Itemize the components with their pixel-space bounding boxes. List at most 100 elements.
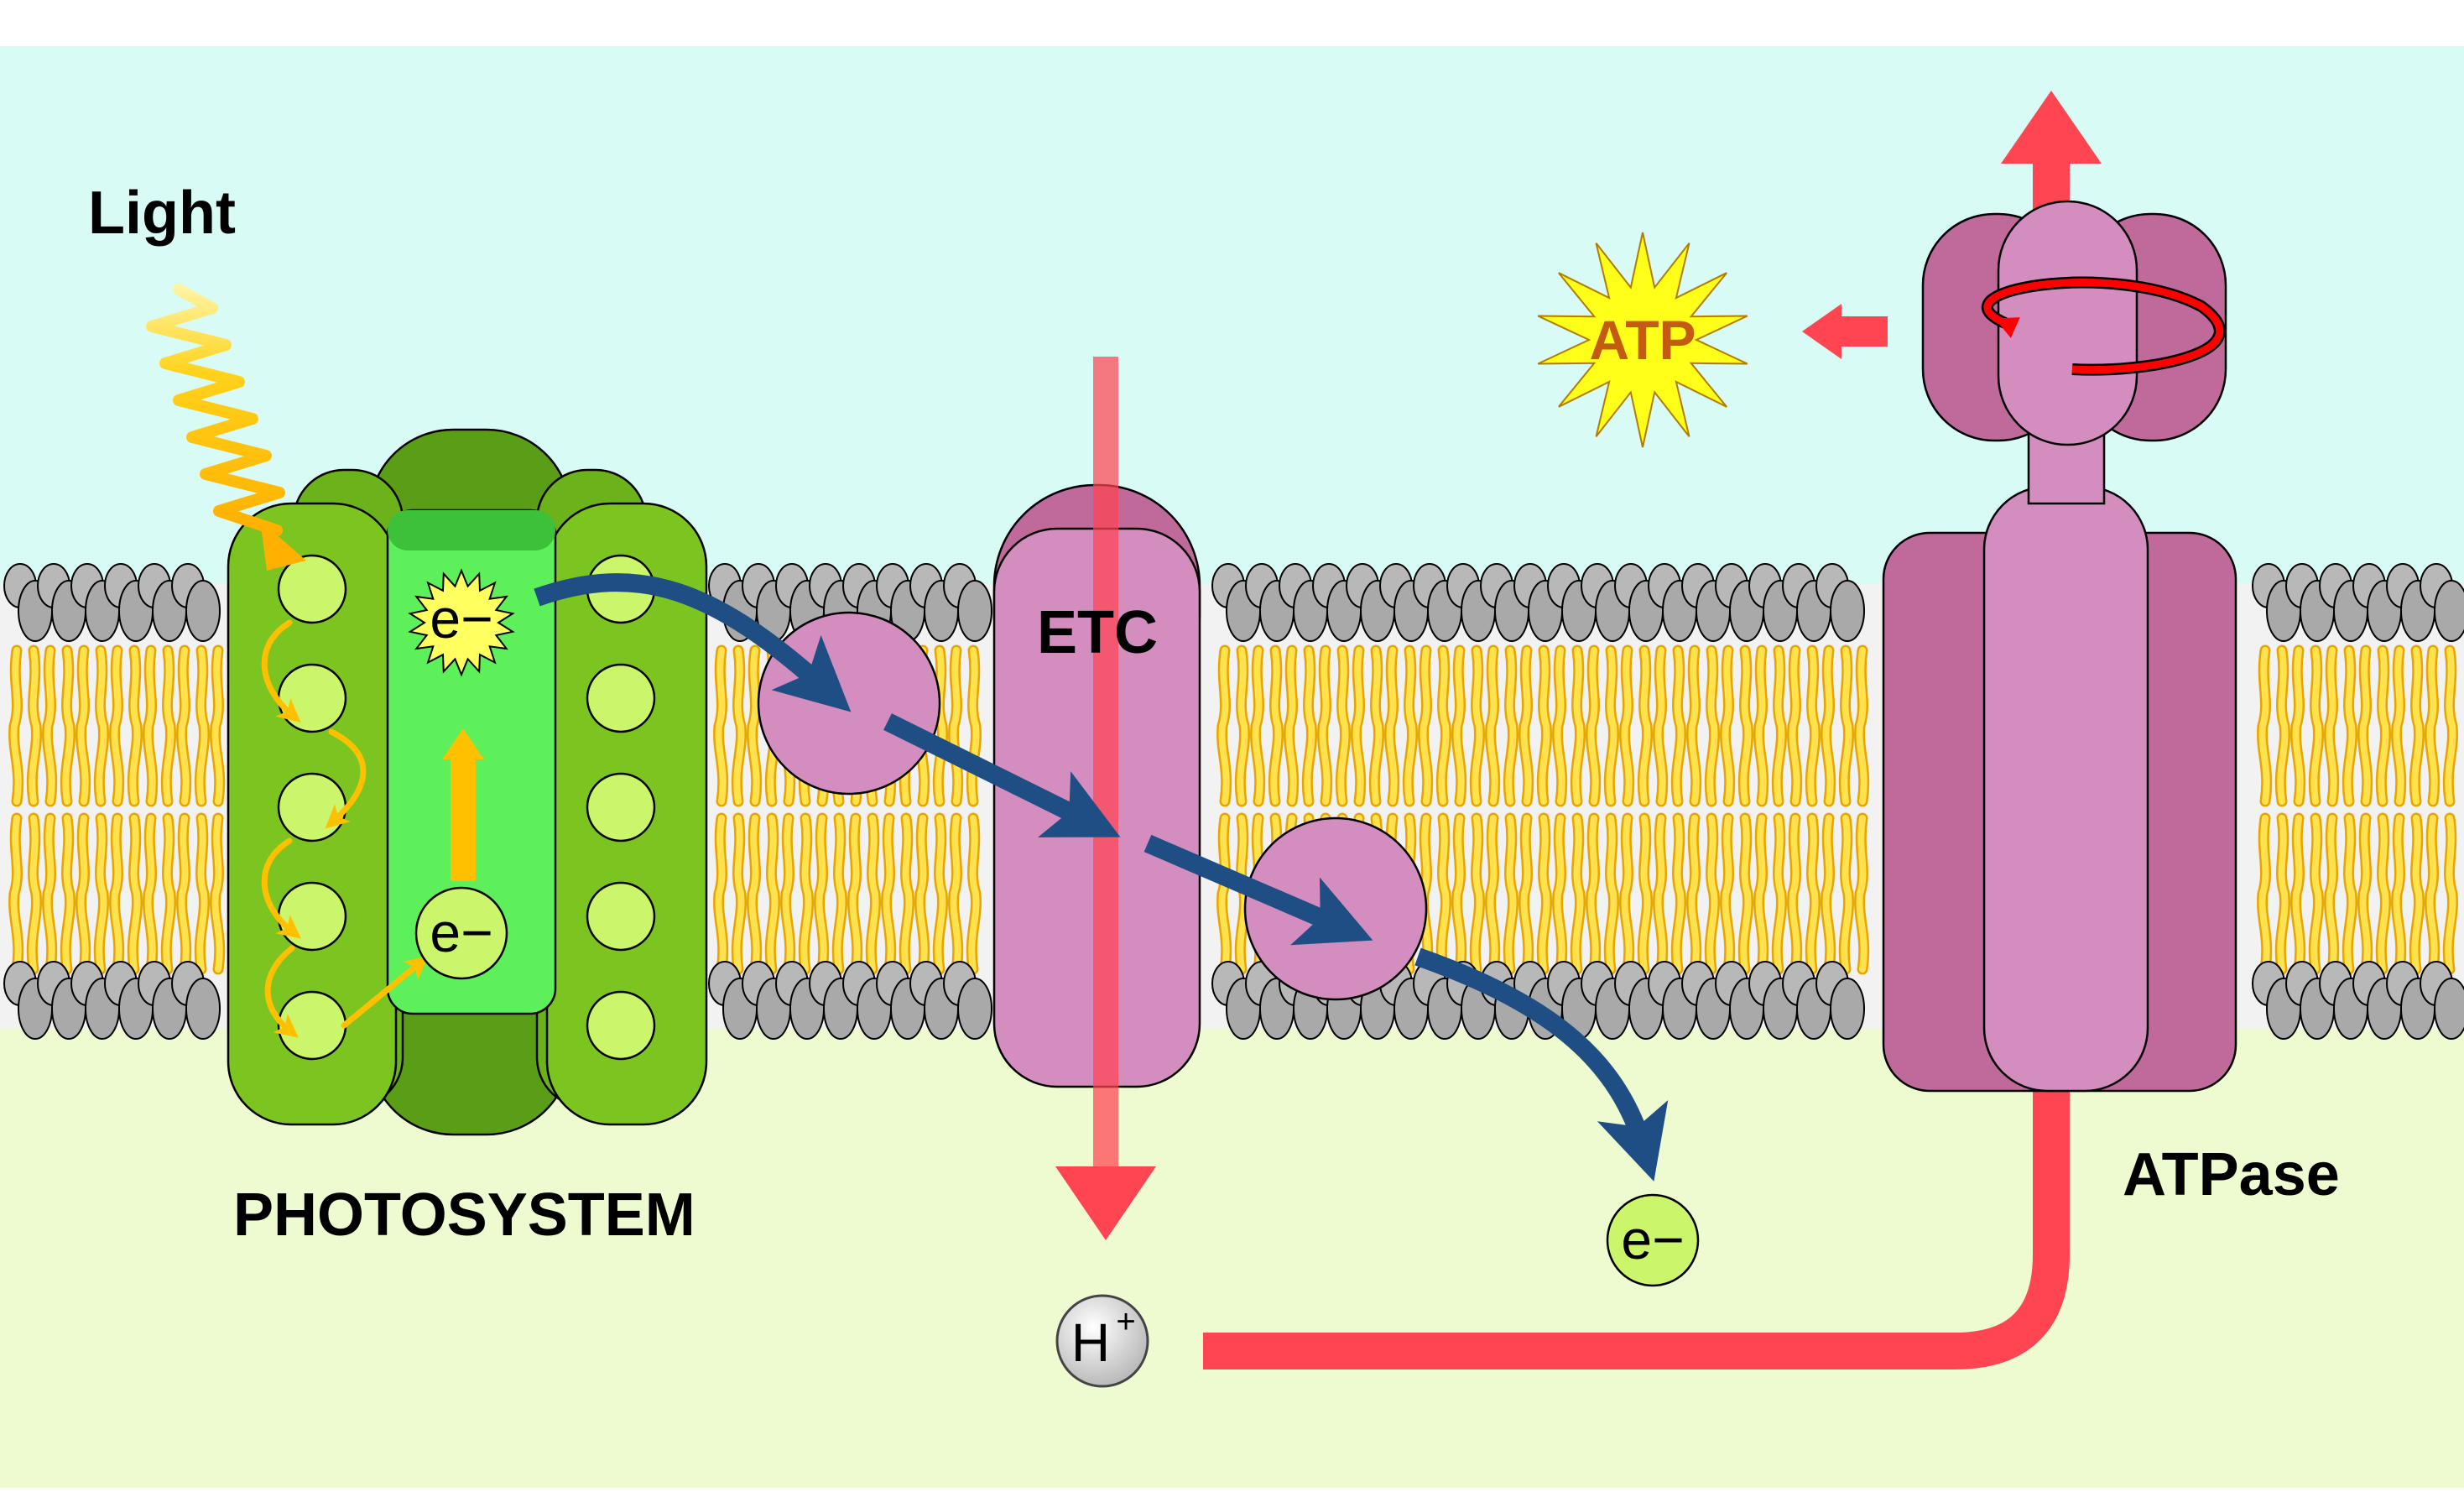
energy-transfer-arrows xyxy=(261,619,429,1038)
lipid-tail xyxy=(1774,815,1785,973)
pigment-molecule xyxy=(277,663,347,733)
lipid-tail xyxy=(1755,815,1767,973)
lipid-tail xyxy=(2310,647,2322,805)
energy-transfer-arrow xyxy=(261,619,301,723)
lipid-tail xyxy=(129,647,141,805)
proton-ion xyxy=(1055,1294,1149,1388)
lipid-tail xyxy=(44,815,55,973)
lipid-tail xyxy=(1789,647,1800,805)
lipid-tail xyxy=(2426,815,2438,973)
lipid-tail xyxy=(77,647,89,805)
lipid-tail xyxy=(1587,815,1599,973)
lipid-tail xyxy=(1639,647,1651,805)
lipid-tail xyxy=(968,815,980,973)
lipid-head xyxy=(957,580,992,642)
energy-transfer-arrow xyxy=(261,837,301,939)
lipid-tail xyxy=(1688,647,1700,805)
proton-ion-charge: + xyxy=(1116,1303,1135,1340)
lipid-tail xyxy=(1789,815,1800,973)
light-arrowhead xyxy=(260,520,306,571)
atp-synthase xyxy=(1882,200,2237,1093)
lipid-tail xyxy=(1337,647,1349,805)
lipid-tail xyxy=(1621,815,1633,973)
lipid-tail xyxy=(1438,647,1450,805)
lipid-tail xyxy=(163,815,175,973)
lipid-tail xyxy=(1740,815,1752,973)
lipid-tail xyxy=(1654,815,1666,973)
lipid-tail xyxy=(935,647,946,805)
reaction-center-top xyxy=(388,510,555,550)
lipid-tail xyxy=(2310,815,2322,973)
light-wave-icon xyxy=(146,284,285,536)
lipid-tail xyxy=(29,647,40,805)
lipid-tail xyxy=(1252,647,1263,805)
lipid-tail xyxy=(950,815,961,973)
lipid-tail xyxy=(1807,647,1819,805)
lipid-tail xyxy=(849,815,861,973)
lipid-tail xyxy=(916,815,928,973)
lipid-tail xyxy=(834,815,846,973)
atpase-head-center xyxy=(1997,200,2138,446)
lipid-tail xyxy=(1606,647,1617,805)
proton-flow-arrowhead xyxy=(2001,91,2102,164)
pigment-molecule xyxy=(277,772,347,843)
lipid-tail xyxy=(44,647,55,805)
rotation-arrow-icon xyxy=(1983,279,2224,374)
lipid-tail xyxy=(178,815,190,973)
lipid-tail xyxy=(111,647,122,805)
lipid-tail xyxy=(2326,647,2337,805)
lipid-tail xyxy=(2426,647,2438,805)
lipid-tail xyxy=(1237,647,1248,805)
lipid-tail xyxy=(1587,647,1599,805)
lipid-tail xyxy=(1420,647,1431,805)
lipid-tail xyxy=(1807,815,1819,973)
ground-electron xyxy=(414,886,508,980)
lipid-tail xyxy=(1722,647,1733,805)
lipid-tail xyxy=(1453,815,1465,973)
lipid-tail xyxy=(1554,647,1565,805)
lipid-tail xyxy=(1539,647,1550,805)
lipid-tail xyxy=(733,647,745,805)
electron-flow xyxy=(534,573,1669,1182)
lipid-tail xyxy=(767,815,779,973)
photosystem-label: PHOTOSYSTEM xyxy=(233,1182,695,1249)
lipid-tail xyxy=(2277,647,2289,805)
atp-burst-icon xyxy=(1537,232,1748,448)
lipid-tail xyxy=(196,815,208,973)
lipid-tail xyxy=(748,647,760,805)
lipid-tail xyxy=(1438,815,1450,973)
atp-label: ATP xyxy=(1589,309,1696,371)
lipid-tail xyxy=(1856,815,1868,973)
lipid-tail xyxy=(1740,647,1752,805)
lipid-tail xyxy=(867,815,879,973)
lipid-tail xyxy=(2258,815,2270,973)
lipid-tail xyxy=(196,647,208,805)
lipid-tail xyxy=(1520,815,1532,973)
lipid-tail xyxy=(2359,815,2371,973)
lipid-tail xyxy=(901,815,913,973)
proton-pump-arrowhead xyxy=(1055,1166,1156,1240)
lipid-tail xyxy=(1404,647,1416,805)
lipid-tail xyxy=(1505,815,1517,973)
lipid-tail xyxy=(144,647,156,805)
lipid-head xyxy=(2434,580,2464,642)
lipid-tail xyxy=(1505,647,1517,805)
energy-transfer-arrow xyxy=(264,945,299,1038)
lipid-tail xyxy=(1722,815,1733,973)
lipid-tail xyxy=(96,815,107,973)
lipid-tail xyxy=(111,815,122,973)
lipid-tail xyxy=(1774,647,1785,805)
electron-flow-arrow-icon xyxy=(883,713,1121,837)
lipid-tail xyxy=(1654,647,1666,805)
atpase-membrane-core xyxy=(1982,485,2149,1093)
lipid-tail xyxy=(1487,815,1498,973)
pigment-molecule xyxy=(277,881,347,952)
lipid-tail xyxy=(2359,647,2371,805)
lipid-tail xyxy=(77,815,89,973)
lipid-tail xyxy=(782,815,794,973)
lipid-tail xyxy=(2344,647,2356,805)
lipid-tail xyxy=(935,815,946,973)
lipid-tail xyxy=(1472,815,1483,973)
etc-label: ETC xyxy=(1037,599,1158,666)
